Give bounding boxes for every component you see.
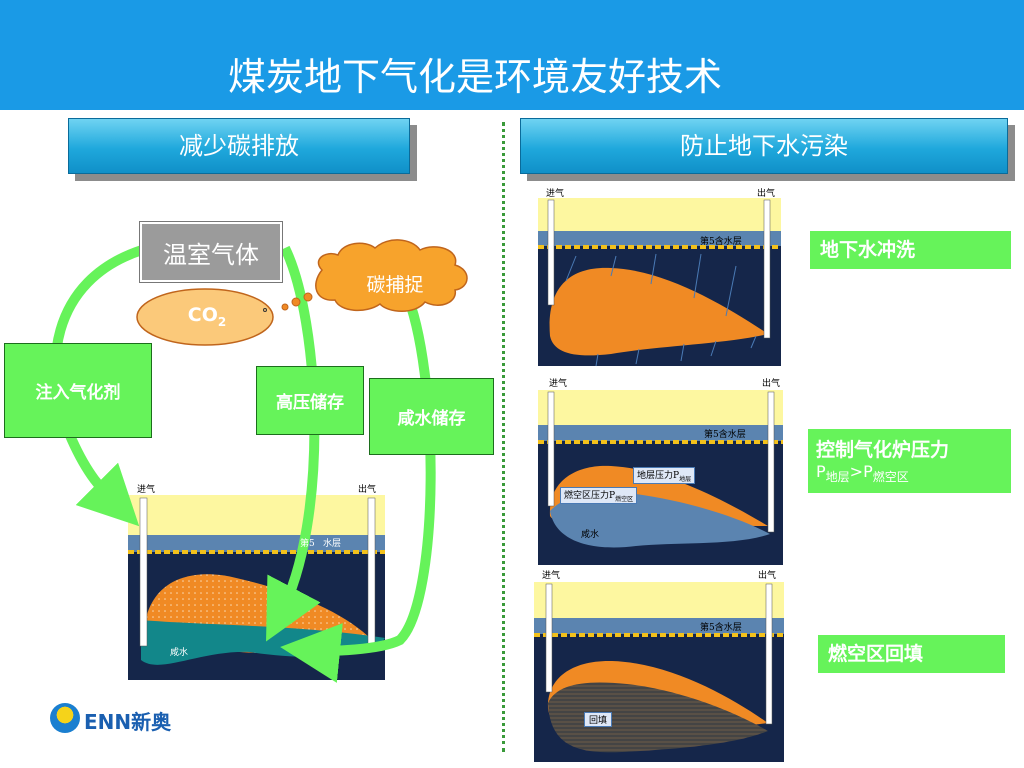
brine-label-r2: 咸水 bbox=[581, 530, 600, 540]
aquifer-label-r1: 第5含水层 bbox=[700, 237, 742, 247]
p1: P bbox=[816, 462, 826, 481]
section-header-left: 减少碳排放 bbox=[68, 118, 410, 174]
saline-box: 咸水储存 bbox=[369, 378, 494, 455]
burnt-pressure-text: 燃空区压力P bbox=[564, 491, 616, 501]
saline-arrow bbox=[280, 288, 436, 683]
capture-label: 碳捕捉 bbox=[366, 274, 424, 296]
backfill-diagram bbox=[534, 582, 784, 762]
strata-pressure-text: 地层压力P bbox=[637, 471, 680, 481]
enn-logo-text: ENN新奥 bbox=[84, 710, 172, 734]
co2-bubble bbox=[136, 288, 274, 346]
inlet-label-r3: 进气 bbox=[542, 571, 561, 581]
inject-box: 注入气化剂 bbox=[4, 343, 152, 438]
p2: P bbox=[863, 462, 873, 481]
strata-pressure-sub: 地层 bbox=[679, 475, 692, 483]
backfill-box: 燃空区回填 bbox=[818, 635, 1005, 673]
section-divider bbox=[502, 122, 505, 752]
high-pressure-box: 高压储存 bbox=[256, 366, 364, 435]
flush-box: 地下水冲洗 bbox=[810, 231, 1011, 269]
section-header-right: 防止地下水污染 bbox=[520, 118, 1008, 174]
inlet-label-r1: 进气 bbox=[546, 189, 565, 199]
strata-pressure-tag: 地层压力P地层 bbox=[633, 467, 696, 484]
outlet-label-r2: 出气 bbox=[762, 379, 781, 389]
pressure-control-title: 控制气化炉压力 bbox=[816, 439, 950, 461]
co2-sub: 2 bbox=[217, 314, 227, 329]
outlet-label-r3: 出气 bbox=[758, 571, 777, 581]
pressure-formula: P地层>P燃空区 bbox=[816, 462, 1011, 485]
aquifer-label-r3: 第5含水层 bbox=[700, 623, 742, 633]
pressure-control-box: 控制气化炉压力 P地层>P燃空区 bbox=[808, 429, 1011, 493]
aquifer-label-left-b: 水层 bbox=[323, 539, 342, 549]
burnt-pressure-sub: 燃空区 bbox=[615, 495, 634, 503]
capture-cloud bbox=[315, 239, 468, 312]
brine-label-left: 咸水 bbox=[170, 648, 189, 658]
outlet-label-left: 出气 bbox=[358, 485, 377, 495]
p1-sub: 地层 bbox=[825, 470, 850, 485]
backfill-tag: 回填 bbox=[584, 712, 613, 727]
co2-label: CO2 bbox=[172, 304, 242, 329]
greenhouse-box: 温室气体 bbox=[139, 221, 283, 283]
burnt-pressure-tag: 燃空区压力P燃空区 bbox=[560, 487, 638, 504]
enn-logo-icon bbox=[50, 703, 80, 733]
co2-text: CO bbox=[187, 304, 218, 326]
outlet-label-r1: 出气 bbox=[757, 189, 776, 199]
inlet-label-r2: 进气 bbox=[549, 379, 568, 389]
inlet-label-left: 进气 bbox=[137, 485, 156, 495]
flush-diagram bbox=[538, 198, 781, 367]
page-title: 煤炭地下气化是环境友好技术 bbox=[227, 55, 722, 99]
p2-sub: 燃空区 bbox=[872, 470, 909, 485]
carbon-cycle-diagram bbox=[50, 239, 468, 683]
gt: > bbox=[849, 462, 864, 481]
header-bar bbox=[0, 0, 1024, 110]
aquifer-label-r2: 第5含水层 bbox=[704, 430, 746, 440]
aquifer-label-left-a: 第5 bbox=[300, 539, 315, 549]
